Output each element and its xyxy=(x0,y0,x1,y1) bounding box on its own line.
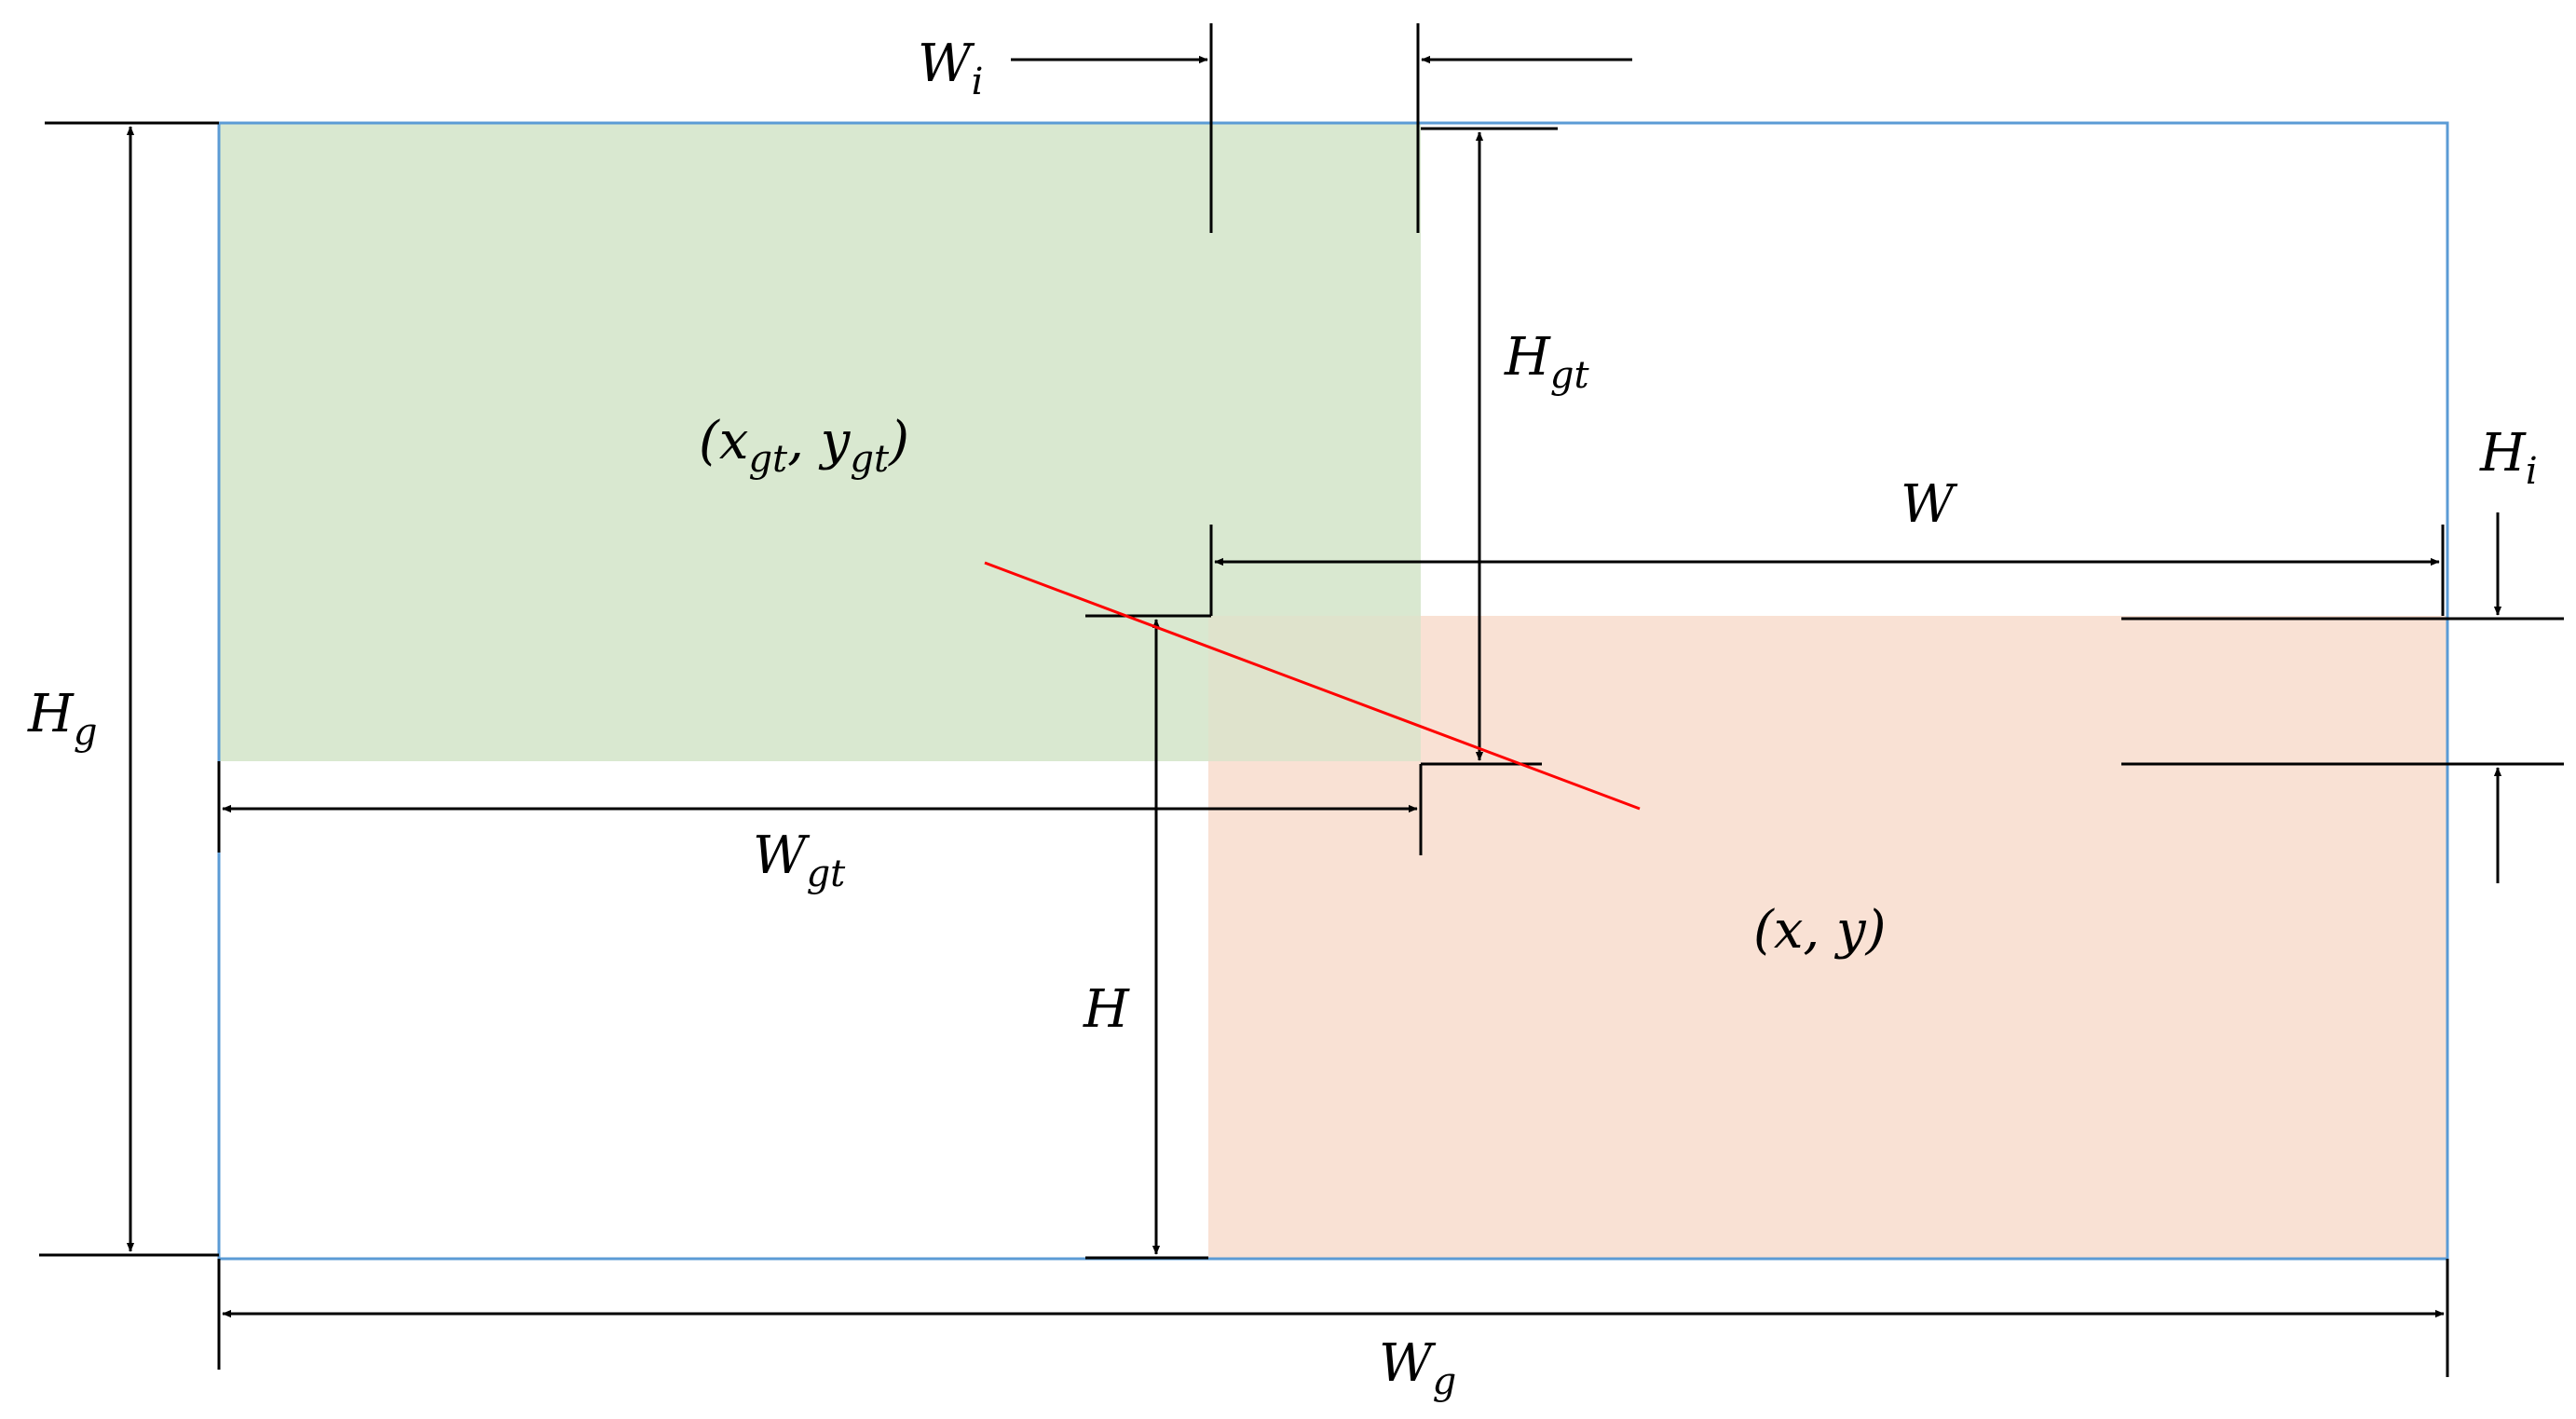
center-distance-line xyxy=(984,561,1641,811)
hgt-dimension xyxy=(1419,127,1558,855)
w-label: W xyxy=(1901,474,1958,535)
wi-label: Wi xyxy=(918,34,983,103)
intersection-region xyxy=(1208,616,1421,761)
hg-dimension xyxy=(39,121,219,1257)
wg-label: Wg xyxy=(1379,1333,1456,1403)
w-dimension xyxy=(1209,525,2445,616)
h-dimension xyxy=(1085,614,1211,1260)
h-label: H xyxy=(1083,979,1130,1040)
hgt-label: Hgt xyxy=(1504,327,1589,397)
hi-label: Hi xyxy=(2479,423,2538,493)
enclosing-box xyxy=(217,121,2449,1261)
ground-truth-center-label: (xgt, ygt) xyxy=(699,411,909,481)
wi-dimension xyxy=(1011,23,1632,233)
predicted-center-label: (x, y) xyxy=(1753,900,1887,961)
hg-label: Hg xyxy=(27,684,97,754)
wgt-label: Wgt xyxy=(753,825,846,895)
wg-dimension xyxy=(217,1259,2449,1377)
hi-dimension xyxy=(2121,512,2564,883)
wgt-dimension xyxy=(217,761,1418,853)
